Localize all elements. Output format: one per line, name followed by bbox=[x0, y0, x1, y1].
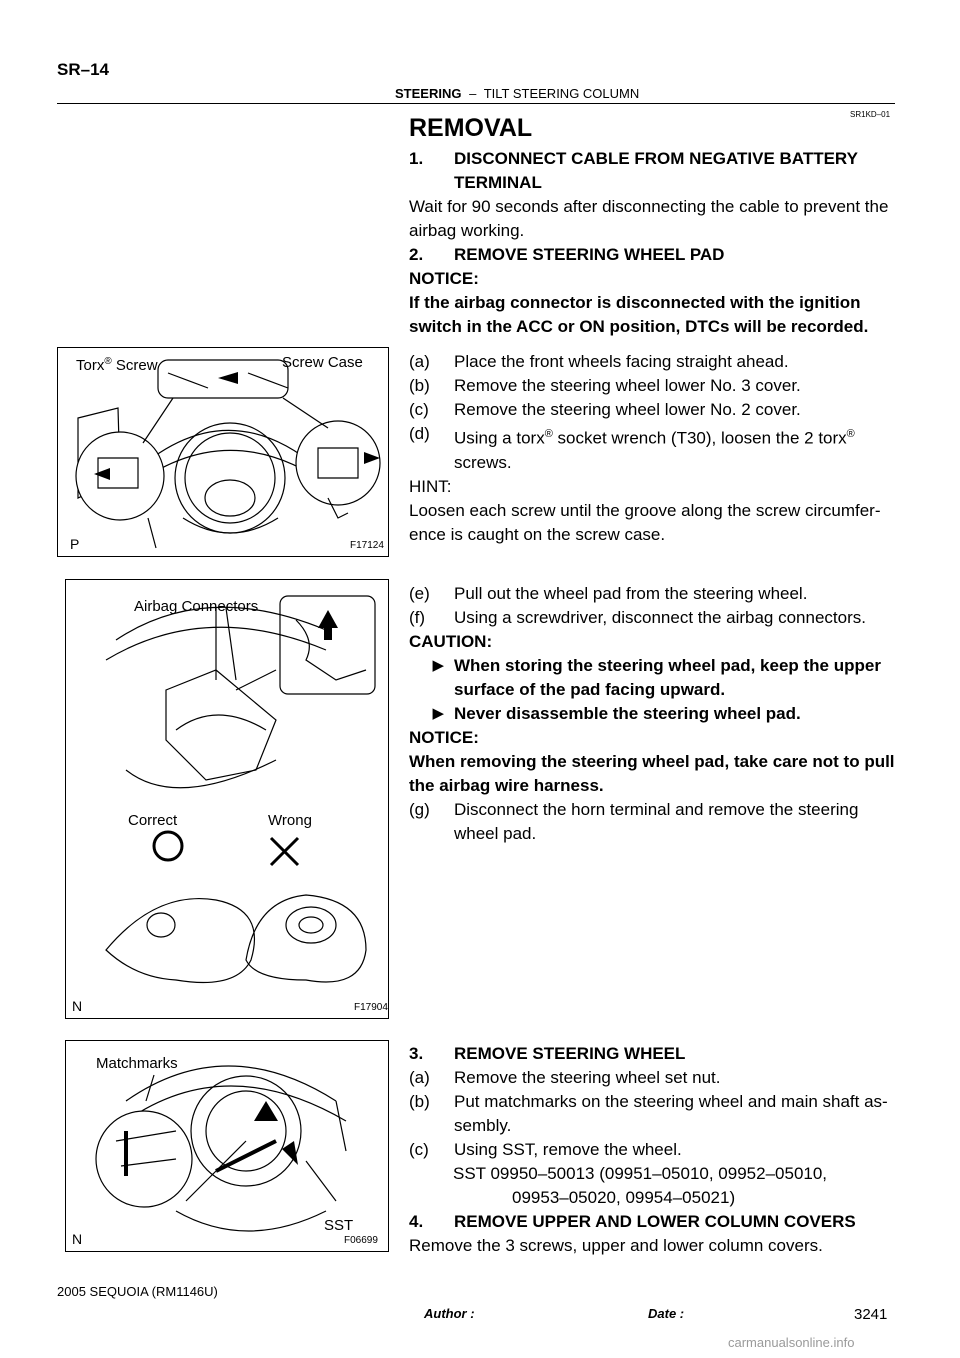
watermark[interactable]: carmanualsonline.info bbox=[728, 1335, 855, 1350]
caution-item-1: ▶When storing the steering wheel pad, ke… bbox=[432, 656, 881, 699]
figure-corner-mark: N bbox=[72, 998, 83, 1014]
step-2-heading: 2.REMOVE STEERING WHEEL PAD bbox=[409, 245, 725, 264]
section-name: STEERING bbox=[395, 86, 462, 101]
figure-corner-mark: N bbox=[72, 1231, 83, 1247]
figure-corner-mark: P bbox=[70, 536, 80, 552]
label-sst: SST bbox=[324, 1217, 354, 1234]
step-3-substep-b: (b)Put matchmarks on the steering wheel … bbox=[409, 1092, 888, 1135]
step-4-heading: 4.REMOVE UPPER AND LOWER COLUMN COVERS bbox=[409, 1212, 856, 1231]
figure-id: F17124 bbox=[350, 540, 384, 551]
page-title: REMOVAL bbox=[409, 114, 533, 142]
caution-label: CAUTION: bbox=[409, 632, 493, 651]
label-airbag-connectors: Airbag Connectors bbox=[134, 598, 259, 615]
figure-steering-wheel-removal-drawing bbox=[95, 1065, 347, 1232]
header-separator: – bbox=[469, 86, 477, 101]
substep-d: (d) Using a torx® socket wrench (T30), l… bbox=[409, 424, 855, 472]
notice-text: If the airbag connector is disconnected … bbox=[409, 293, 869, 336]
figure-torx-screw-drawing bbox=[75, 359, 381, 549]
sst-line-2: 09953–05020, 09954–05021) bbox=[512, 1188, 736, 1207]
figure-steering-wheel-removal: Matchmarks SST N F06699 bbox=[65, 1040, 389, 1252]
header-rule bbox=[57, 103, 895, 104]
text-block-3: (e)Pull out the wheel pad from the steer… bbox=[409, 582, 899, 846]
label-screw-case: Screw Case bbox=[282, 354, 363, 371]
substep-b: (b)Remove the steering wheel lower No. 3… bbox=[409, 376, 801, 395]
label-matchmarks: Matchmarks bbox=[96, 1055, 178, 1072]
step-1-body: Wait for 90 seconds after disconnecting … bbox=[409, 197, 889, 240]
step-3-heading: 3.REMOVE STEERING WHEEL bbox=[409, 1044, 686, 1063]
substep-f: (f)Using a screwdriver, disconnect the a… bbox=[409, 608, 866, 627]
label-torx-screw: Torx® Screw bbox=[76, 356, 158, 374]
step-1-heading: 1.DISCONNECT CABLE FROM NEGATIVE BATTERY… bbox=[409, 149, 858, 192]
page-code: SR–14 bbox=[57, 60, 109, 79]
footer-model: 2005 SEQUOIA (RM1146U) bbox=[57, 1284, 218, 1299]
text-block-1: 1.DISCONNECT CABLE FROM NEGATIVE BATTERY… bbox=[409, 147, 899, 339]
footer-page-number: 3241 bbox=[854, 1306, 888, 1323]
step-3-substep-c: (c)Using SST, remove the wheel. bbox=[409, 1140, 682, 1159]
figure-id: F17904 bbox=[354, 1002, 388, 1013]
page-header: STEERING – TILT STEERING COLUMN bbox=[395, 86, 639, 101]
figure-torx-screw: Torx® Screw Screw Case P F17124 bbox=[57, 347, 389, 557]
notice-label: NOTICE: bbox=[409, 269, 479, 288]
notice-2-label: NOTICE: bbox=[409, 728, 479, 747]
substep-e: (e)Pull out the wheel pad from the steer… bbox=[409, 584, 808, 603]
substep-a: (a)Place the front wheels facing straigh… bbox=[409, 352, 789, 371]
text-block-2: (a)Place the front wheels facing straigh… bbox=[409, 350, 899, 547]
notice-2-text: When removing the steering wheel pad, ta… bbox=[409, 752, 895, 795]
hint-text: Loosen each screw until the groove along… bbox=[409, 500, 881, 544]
figure-id: F06699 bbox=[344, 1235, 378, 1246]
figure-airbag-connectors: Airbag Connectors Correct Wrong N F17904 bbox=[65, 579, 389, 1019]
sst-line-1: SST 09950–50013 (09951–05010, 09952–0501… bbox=[453, 1164, 828, 1183]
step-3-substep-a: (a)Remove the steering wheel set nut. bbox=[409, 1068, 721, 1087]
footer-date-label: Date : bbox=[648, 1306, 685, 1321]
step-4-body: Remove the 3 screws, upper and lower col… bbox=[409, 1236, 823, 1255]
label-correct: Correct bbox=[128, 812, 178, 829]
doc-code: SR1KD–01 bbox=[850, 110, 891, 119]
subsection-name: TILT STEERING COLUMN bbox=[483, 86, 640, 101]
text-block-4: 3.REMOVE STEERING WHEEL (a)Remove the st… bbox=[409, 1042, 899, 1258]
substep-c: (c)Remove the steering wheel lower No. 2… bbox=[409, 400, 801, 419]
label-wrong: Wrong bbox=[268, 812, 312, 829]
hint-label: HINT: bbox=[409, 476, 452, 496]
substep-g: (g)Disconnect the horn terminal and remo… bbox=[409, 800, 859, 843]
figure-airbag-connectors-drawing bbox=[105, 595, 376, 983]
footer-author-label: Author : bbox=[424, 1306, 475, 1321]
caution-item-2: ▶Never disassemble the steering wheel pa… bbox=[432, 704, 801, 723]
